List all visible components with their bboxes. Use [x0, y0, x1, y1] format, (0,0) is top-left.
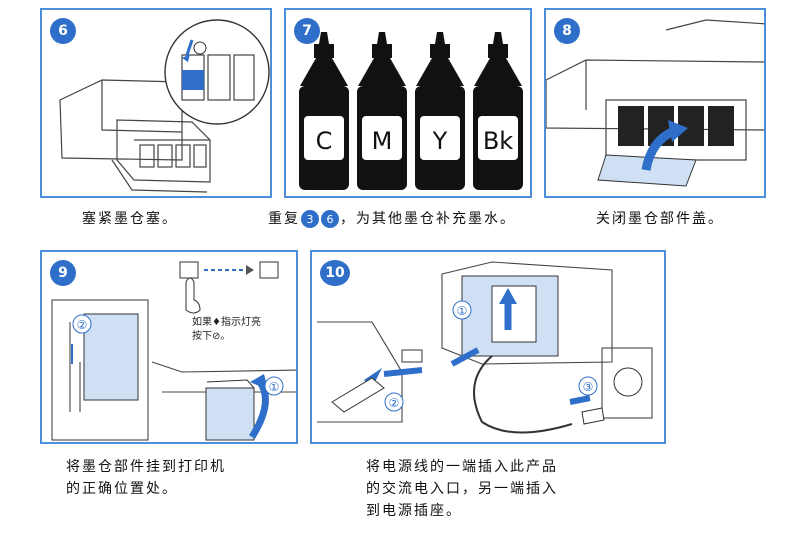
- marker-3: ③: [583, 380, 594, 394]
- step-6-caption: 塞紧墨仓塞。: [82, 211, 178, 227]
- step-10-caption: 将电源线的一端插入此产品 的交流电入口，另一端插入 到电源插座。: [366, 459, 558, 519]
- step-7-panel: C M Y Bk 7: [284, 8, 532, 198]
- step-8-panel: 8: [544, 8, 766, 198]
- step-9-caption: 将墨仓部件挂到打印机 的正确位置处。: [66, 459, 226, 497]
- ink-bottles-illustration: C M Y Bk: [299, 32, 523, 190]
- ink-bottle-label: Bk: [483, 127, 513, 155]
- step-9-badge: 9: [50, 260, 76, 286]
- step-7-caption-pre: 重复: [268, 211, 300, 227]
- marker-2: ②: [389, 396, 400, 410]
- marker-1: ①: [269, 380, 280, 394]
- step-7-badge: 7: [294, 18, 320, 44]
- step-10-panel: ① ② ③ 10: [310, 250, 666, 444]
- step-7-caption-post: ，为其他墨仓补充墨水。: [340, 211, 516, 227]
- marker-2: ②: [77, 318, 88, 332]
- step-6-panel: 6: [40, 8, 272, 198]
- step-10-illustration: ① ② ③: [317, 261, 653, 434]
- step-9-panel: ① ② 9 如果♦指示灯亮 按下⊘。: [40, 250, 298, 444]
- step-8-caption: 关闭墨仓部件盖。: [596, 211, 724, 227]
- ink-bottle-m: M: [357, 32, 407, 190]
- ink-bottle-c: C: [299, 32, 349, 190]
- indicator-callout-text: 如果♦指示灯亮 按下⊘。: [192, 317, 261, 342]
- step-8-badge: 8: [554, 18, 580, 44]
- step-8-illustration: [546, 19, 764, 187]
- step-range-end-badge: 6: [321, 210, 339, 228]
- step-10-badge: 10: [320, 260, 350, 286]
- ink-bottle-label: M: [372, 127, 393, 155]
- step-6-badge: 6: [50, 18, 76, 44]
- step-6-illustration: [59, 19, 270, 193]
- ink-bottle-y: Y: [415, 32, 465, 190]
- step-range-start-badge: 3: [301, 210, 319, 228]
- ink-bottle-label: Y: [432, 127, 448, 155]
- step-9-illustration: ① ②: [51, 261, 296, 441]
- ink-bottle-bk: Bk: [473, 32, 523, 190]
- ink-bottle-label: C: [316, 127, 333, 155]
- marker-1: ①: [457, 304, 468, 318]
